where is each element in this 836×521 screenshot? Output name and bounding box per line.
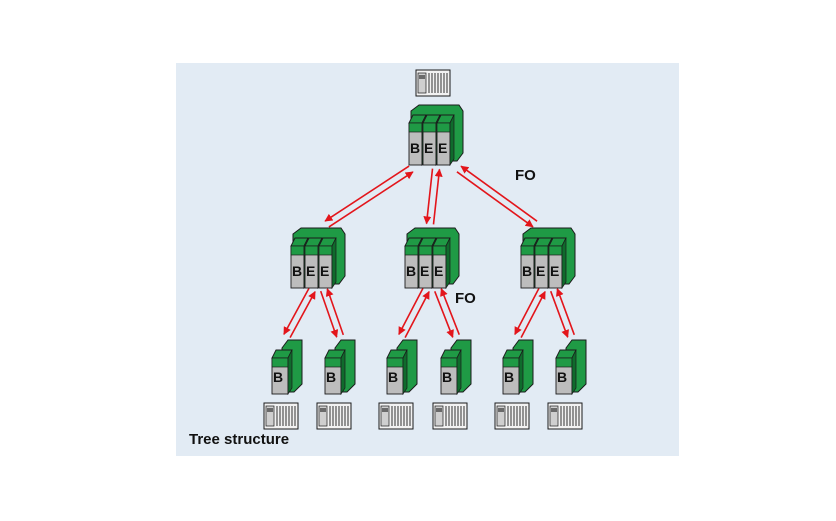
module-letter: B [557, 369, 567, 385]
module-letter: E [434, 263, 443, 279]
fo-link [319, 288, 345, 338]
leaf-6: B [555, 339, 587, 396]
module-letter: E [320, 263, 329, 279]
fo-link [549, 288, 576, 338]
leaf-3: B [386, 339, 418, 396]
module-letter: B [410, 140, 420, 156]
leaf-1-plc [263, 402, 299, 430]
module-letter: E [306, 263, 315, 279]
module-letter: B [326, 369, 336, 385]
module-letter: E [420, 263, 429, 279]
fo-link [514, 288, 546, 338]
leaf-4-plc [432, 402, 468, 430]
fo-link [456, 165, 538, 228]
fo-link [433, 287, 461, 339]
module-letter: B [442, 369, 452, 385]
module-letter: B [522, 263, 532, 279]
module-letter: E [536, 263, 545, 279]
leaf-5-plc [494, 402, 530, 430]
fo-label-top: FO [515, 167, 536, 184]
fiber-optic-links [283, 165, 576, 339]
leaf-3-plc [378, 402, 414, 430]
leaf-2-plc [316, 402, 352, 430]
module-letter: B [388, 369, 398, 385]
fo-link [398, 288, 430, 338]
leaf-2: B [324, 339, 356, 396]
diagram-caption: Tree structure [189, 431, 289, 448]
fo-link [324, 165, 414, 228]
module-letter: B [273, 369, 283, 385]
fo-link [283, 287, 316, 339]
leaf-6-plc [547, 402, 583, 430]
module-letter: B [406, 263, 416, 279]
root-plc [415, 69, 451, 97]
module-letter: B [292, 263, 302, 279]
leaf-5: B [502, 339, 534, 396]
module-letter: B [504, 369, 514, 385]
leaf-4: B [440, 339, 472, 396]
fo-link [423, 168, 443, 225]
leaf-1: B [271, 339, 303, 396]
module-letter: E [438, 140, 447, 156]
module-letter: E [424, 140, 433, 156]
module-letter: E [550, 263, 559, 279]
fo-label-mid: FO [455, 290, 476, 307]
